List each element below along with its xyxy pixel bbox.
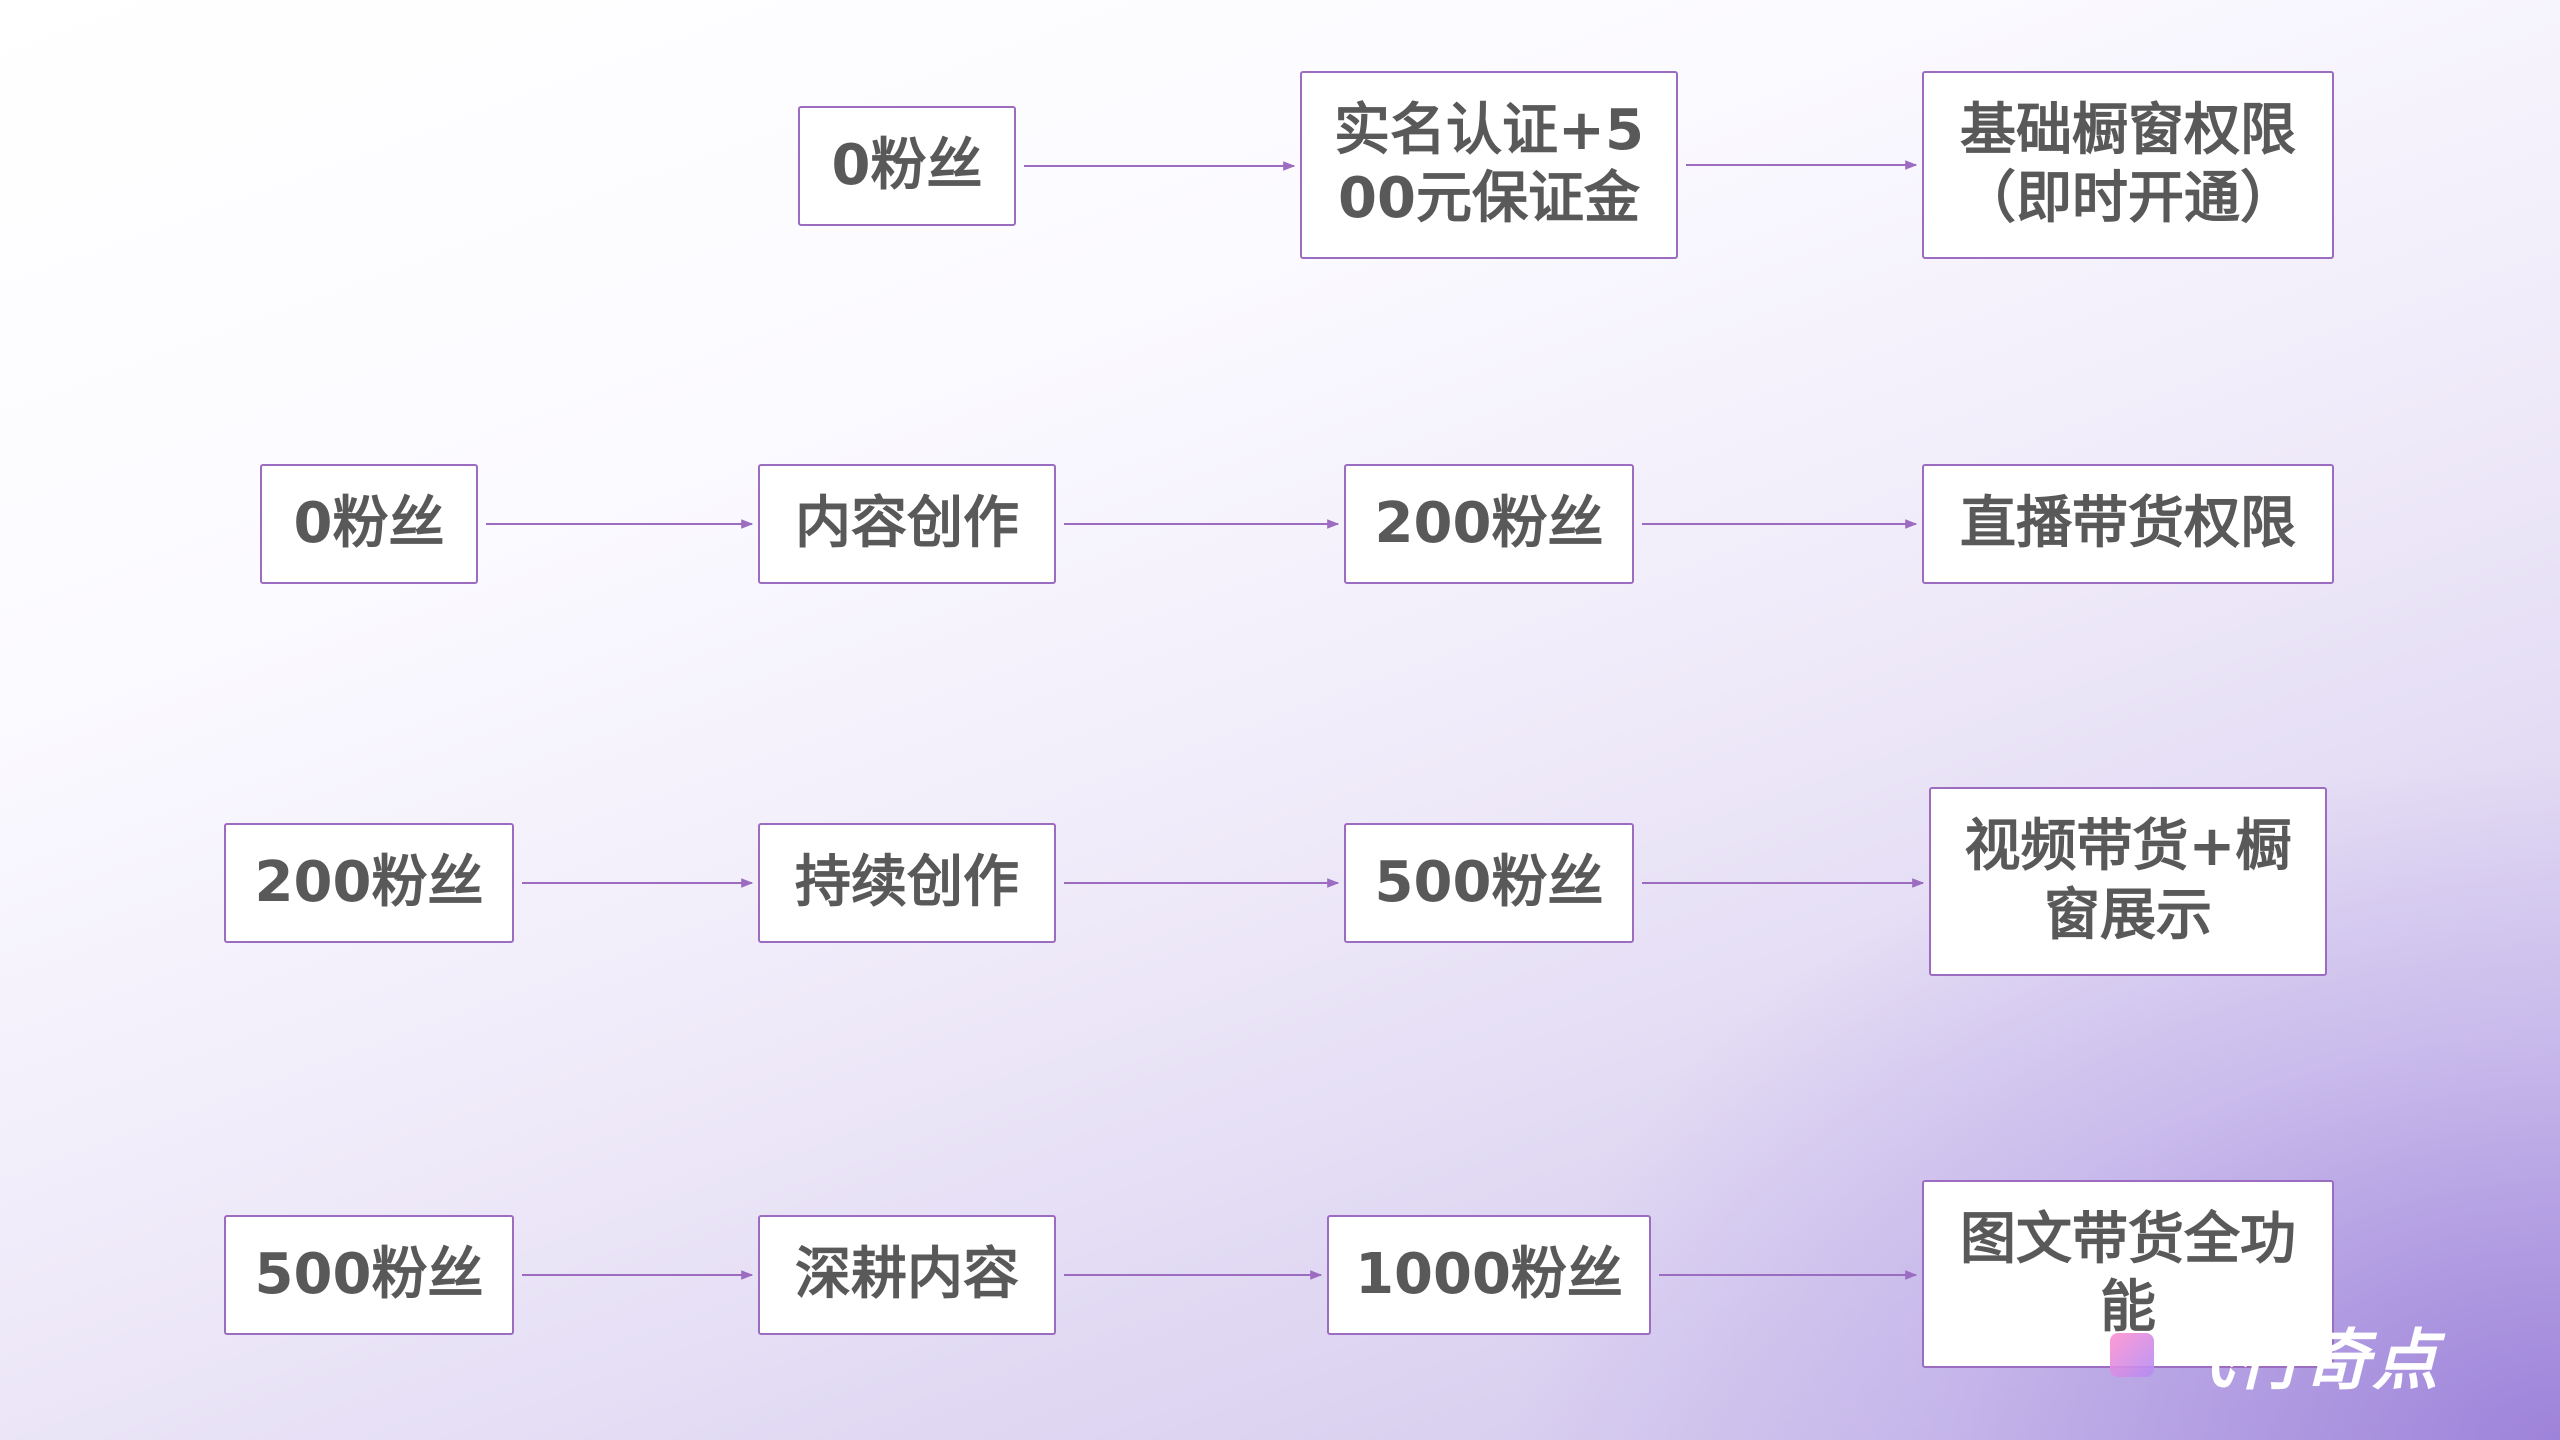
row2-result-node: 直播带货权限 (1922, 464, 2334, 584)
row3-result-node: 视频带货+橱窗展示 (1929, 787, 2327, 976)
row4-action-node: 深耕内容 (758, 1215, 1056, 1335)
row4-milestone-node: 1000粉丝 (1327, 1215, 1651, 1335)
row2-action-node: 内容创作 (758, 464, 1056, 584)
row4-start-node: 500粉丝 (224, 1215, 514, 1335)
row2-start-node: 0粉丝 (260, 464, 478, 584)
watermark-text: 飞行奇点 (2168, 1322, 2440, 1399)
row2-milestone-node: 200粉丝 (1344, 464, 1634, 584)
app-logo-icon (2110, 1333, 2154, 1377)
watermark: 飞行奇点 (2110, 1310, 2510, 1400)
row1-requirement-node: 实名认证+500元保证金 (1300, 71, 1678, 259)
row1-result-node: 基础橱窗权限（即时开通） (1922, 71, 2334, 259)
row3-action-node: 持续创作 (758, 823, 1056, 943)
row1-start-node: 0粉丝 (798, 106, 1016, 226)
row3-start-node: 200粉丝 (224, 823, 514, 943)
row3-milestone-node: 500粉丝 (1344, 823, 1634, 943)
